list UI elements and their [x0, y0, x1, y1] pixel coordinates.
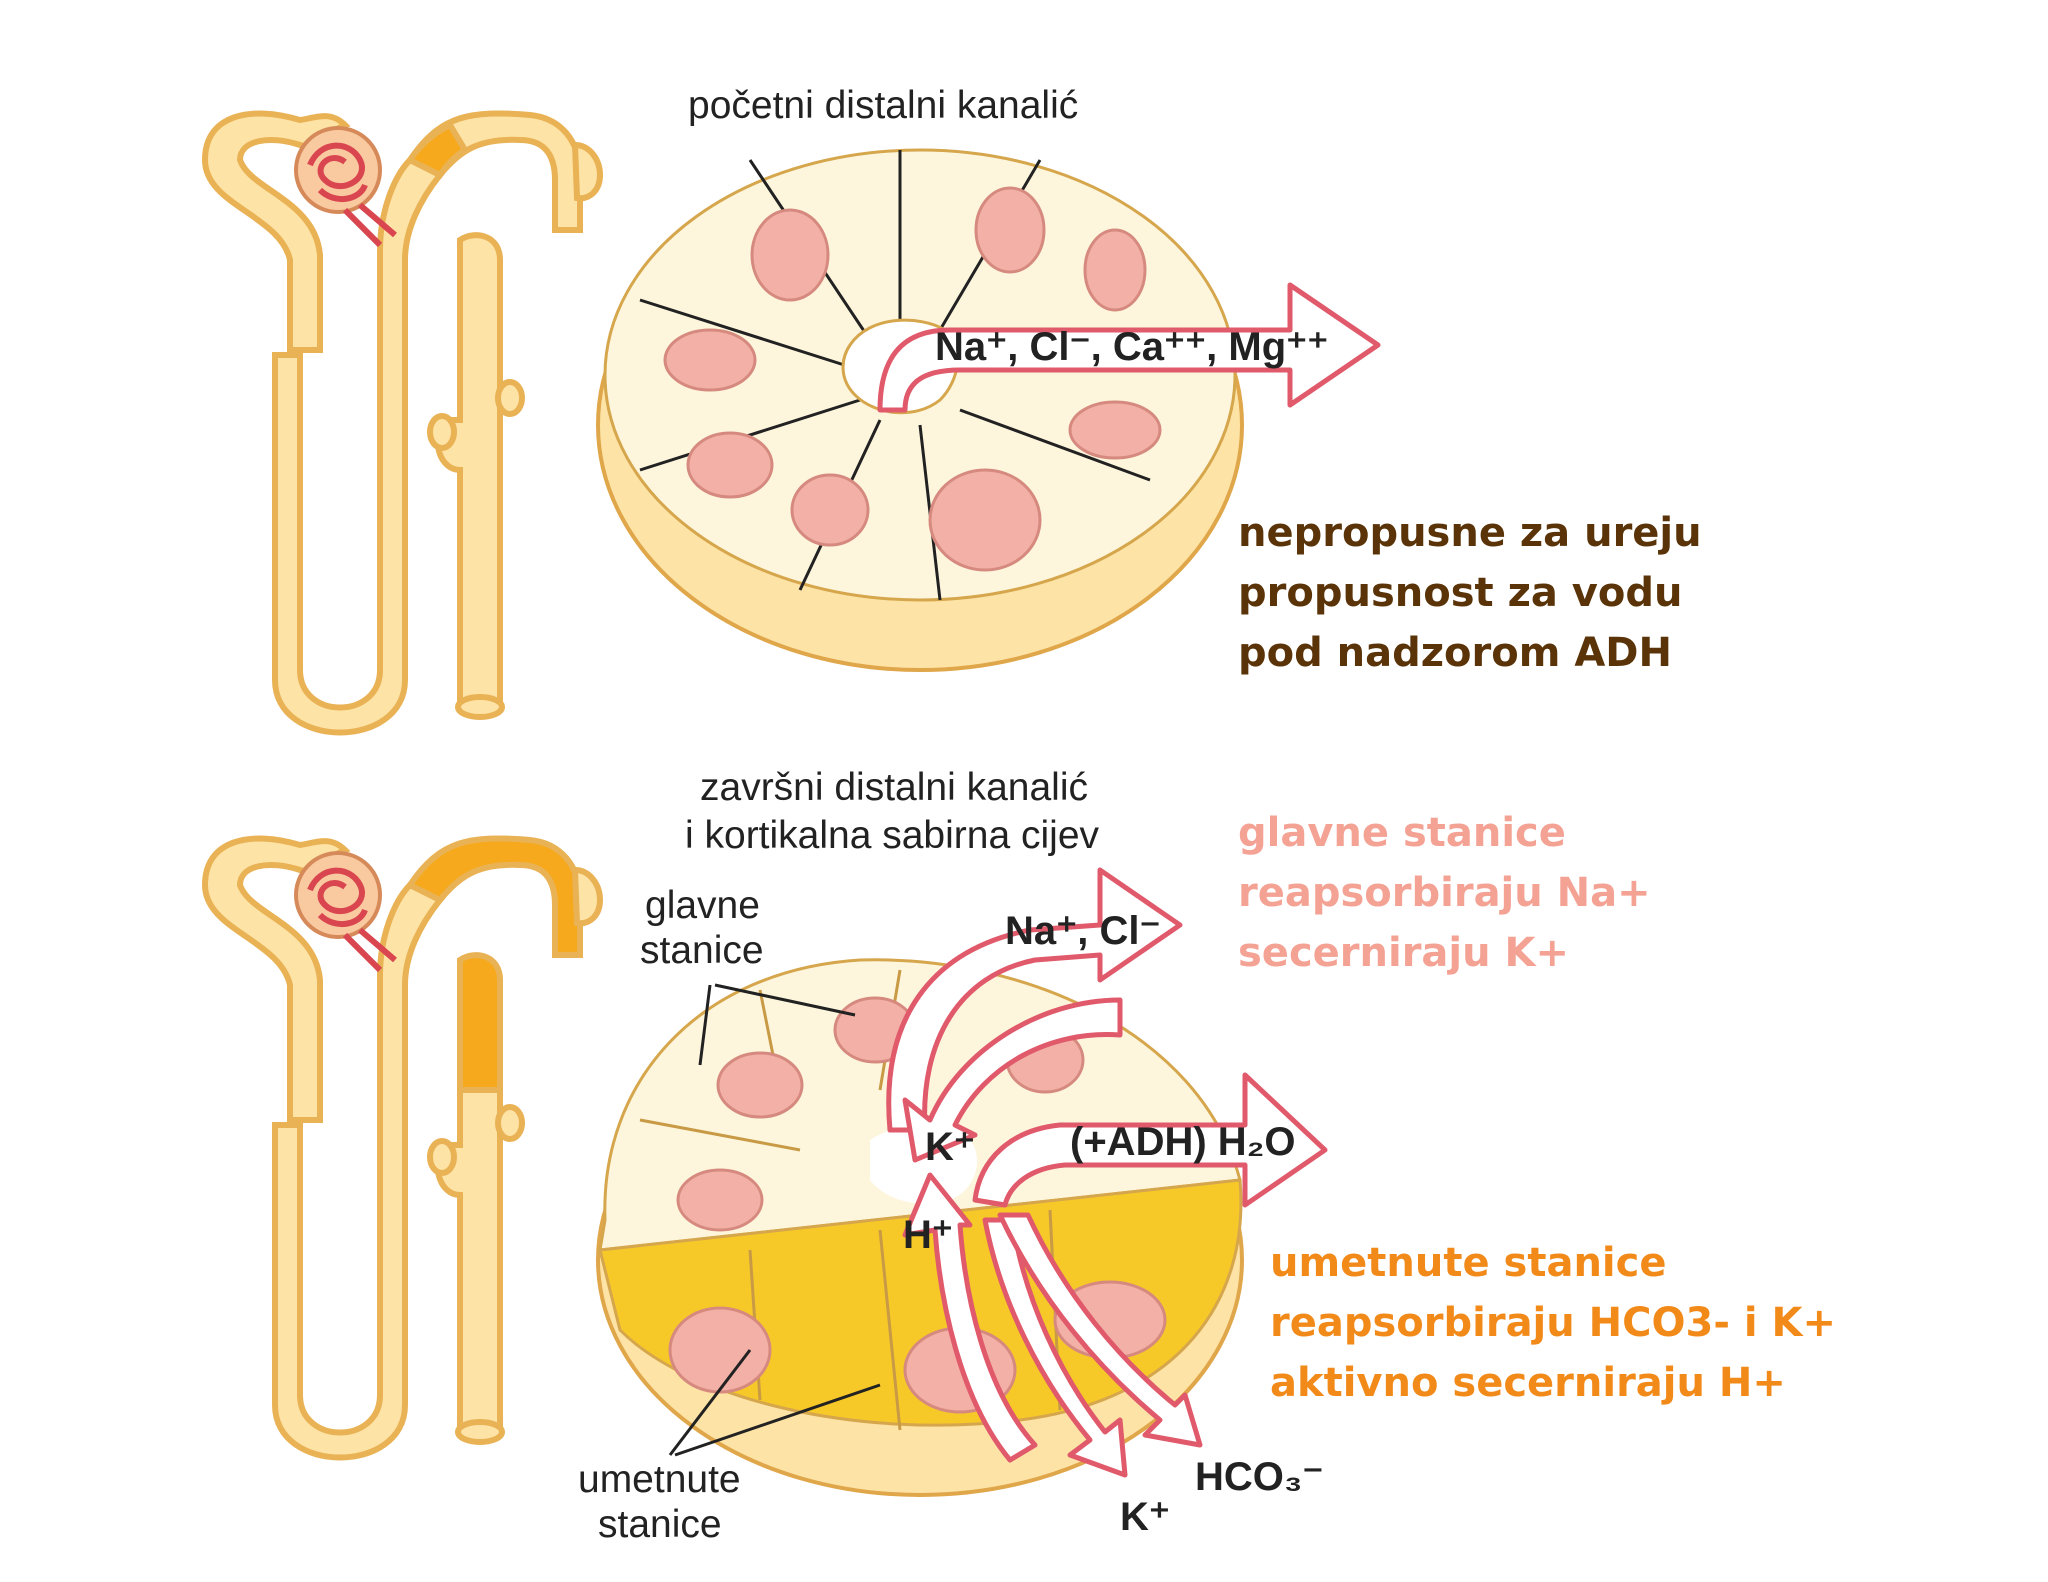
ion-reabsorption-arrow	[877, 282, 1381, 413]
principal-cells-label-1: glavne	[645, 884, 760, 927]
principal-note-3: secerniraju K+	[1238, 930, 1569, 976]
nucleus	[974, 186, 1046, 274]
bottom-title-line1: završni distalni kanalić	[700, 766, 1088, 809]
intercalated-cells-leader	[668, 1349, 881, 1457]
intercalated-note-3: aktivno secerniraju H+	[1270, 1360, 1786, 1406]
top-note-1: nepropusne za ureju	[1238, 510, 1702, 556]
arrow-h-secretion	[902, 1172, 1038, 1463]
principal-notes: glavne stanice reapsorbiraju Na+ secerni…	[1238, 810, 1651, 976]
arrow-na-cl	[886, 867, 1183, 1133]
arrow-k-secretion	[902, 997, 1123, 1163]
nucleus	[928, 468, 1042, 572]
bottom-cross-section: Na⁺, Cl⁻ K⁺ H⁺ (+ADH) H₂O HCO₃⁻ K⁺	[596, 867, 1328, 1539]
nucleus	[790, 473, 870, 547]
principal-cells-leader	[698, 983, 856, 1066]
intercalated-cells-label-2: stanice	[598, 1503, 722, 1546]
nucleus	[750, 208, 830, 302]
intercalated-cells-label-1: umetnute	[578, 1458, 741, 1501]
top-notes: nepropusne za ureju propusnost za vodu p…	[1238, 510, 1702, 676]
bottom-title-line2: i kortikalna sabirna cijev	[685, 814, 1100, 857]
principal-note-1: glavne stanice	[1238, 810, 1566, 856]
nucleus	[716, 1051, 804, 1119]
arrow-hco3	[997, 1212, 1203, 1448]
nucleus	[663, 328, 757, 392]
principal-cells-label-2: stanice	[640, 929, 764, 972]
top-title: početni distalni kanalić	[688, 84, 1078, 127]
intercalated-note-1: umetnute stanice	[1270, 1240, 1666, 1286]
arrow-k-out	[982, 1217, 1128, 1478]
nucleus	[676, 1168, 764, 1232]
top-note-3: pod nadzorom ADH	[1238, 630, 1672, 676]
nucleus	[1068, 400, 1162, 460]
top-cross-section: Na⁺, Cl⁻, Ca⁺⁺, Mg⁺⁺	[596, 148, 1381, 672]
ion-label-hco3: HCO₃⁻	[1195, 1455, 1324, 1499]
ion-label-water: (+ADH) H₂O	[1070, 1120, 1296, 1164]
glomerulus	[307, 142, 397, 248]
nucleus	[668, 1306, 772, 1394]
intercalated-note-2: reapsorbiraju HCO3- i K+	[1270, 1300, 1836, 1346]
intercalated-notes: umetnute stanice reapsorbiraju HCO3- i K…	[1270, 1240, 1836, 1406]
nucleus	[686, 431, 774, 499]
nephron-top	[201, 110, 604, 736]
arrow-water	[972, 1072, 1328, 1208]
ion-label-na-cl-ca-mg: Na⁺, Cl⁻, Ca⁺⁺, Mg⁺⁺	[935, 325, 1328, 369]
nucleus	[1083, 228, 1147, 312]
ion-label-na-cl: Na⁺, Cl⁻	[1005, 909, 1161, 953]
ion-label-h: H⁺	[903, 1213, 953, 1257]
principal-note-2: reapsorbiraju Na+	[1238, 870, 1651, 916]
top-note-2: propusnost za vodu	[1238, 570, 1682, 616]
ion-label-k-in: K⁺	[925, 1125, 975, 1169]
glomerulus	[307, 867, 397, 973]
nephron-bottom	[201, 835, 604, 1461]
ion-label-k-out: K⁺	[1120, 1495, 1170, 1539]
